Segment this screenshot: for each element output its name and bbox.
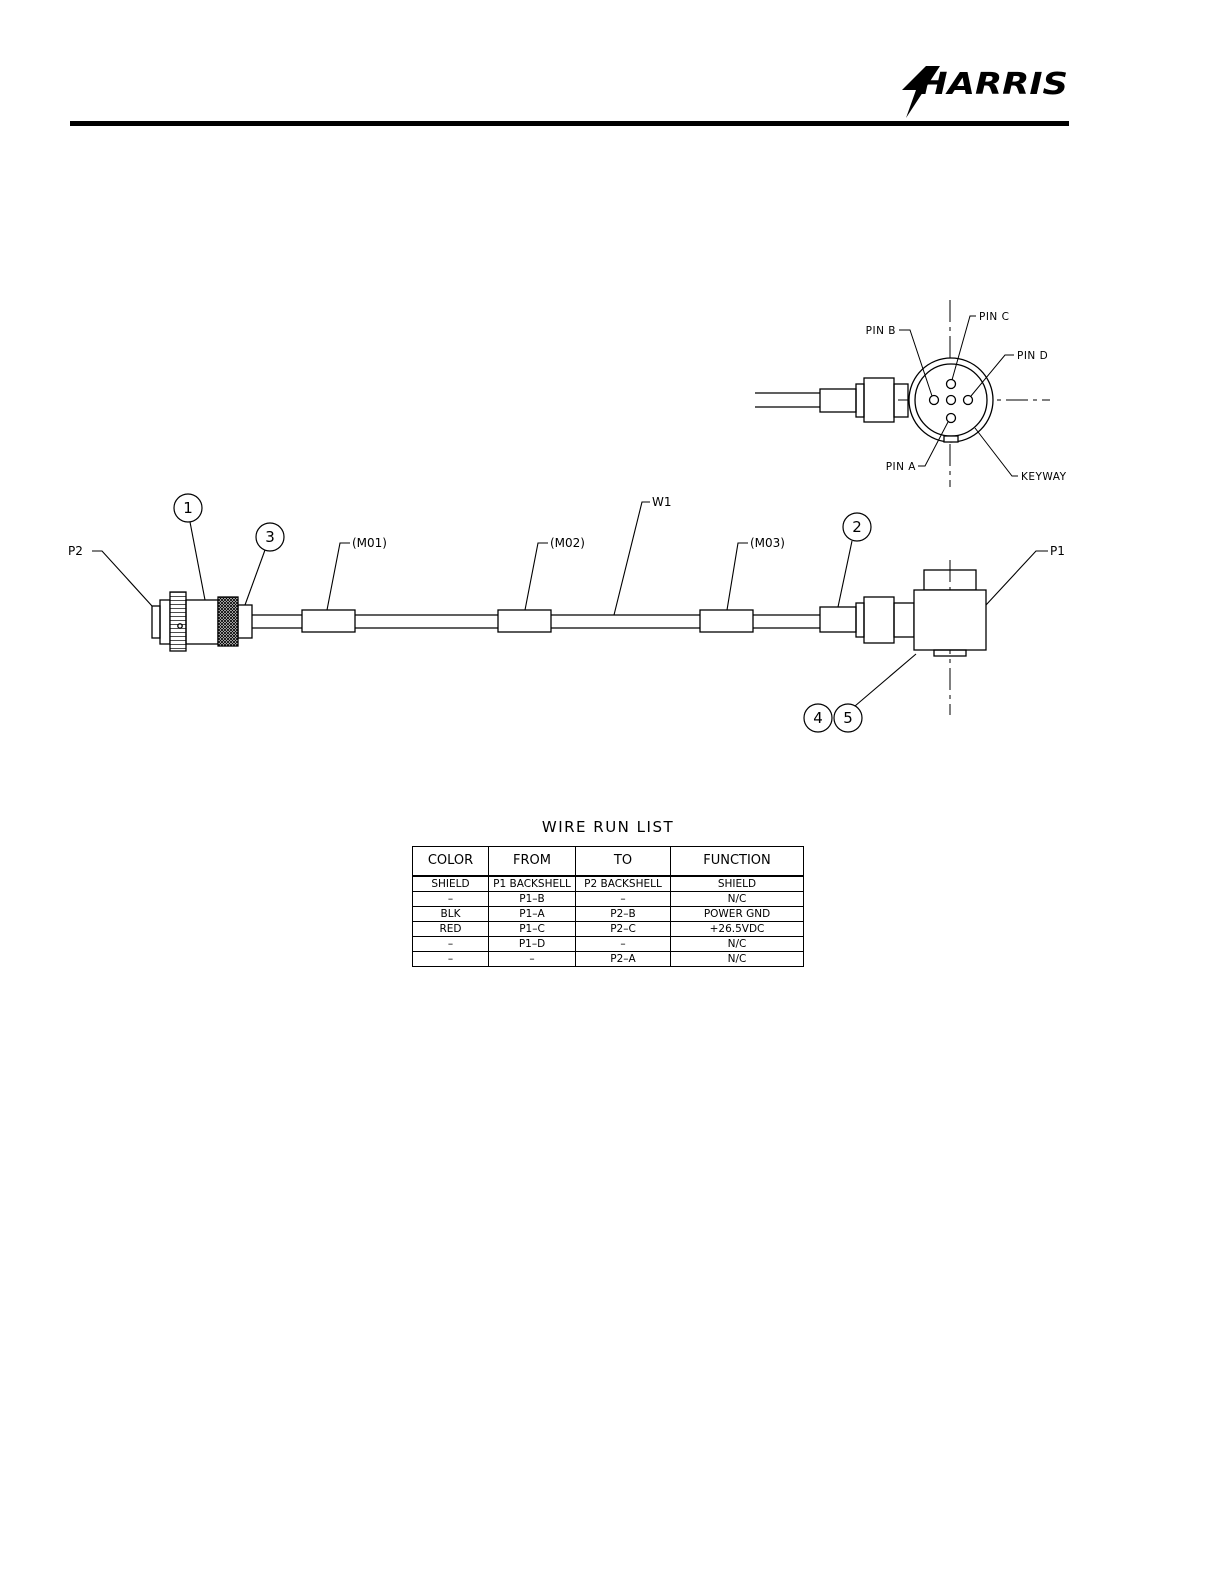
cell-color: – xyxy=(413,892,489,907)
p1-callout: P1 xyxy=(1050,544,1065,558)
column-header-from: FROM xyxy=(489,847,576,877)
cable-w1 xyxy=(252,610,820,632)
column-header-function: FUNCTION xyxy=(671,847,804,877)
m02-callout: (M02) xyxy=(550,536,585,550)
marker-sleeve-m02 xyxy=(498,610,551,632)
cell-color: SHIELD xyxy=(413,876,489,892)
keyway-label: KEYWAY xyxy=(1021,471,1067,483)
cell-to: P2–B xyxy=(576,907,671,922)
p2-knurled-backshell-nut xyxy=(218,597,238,646)
cell-function: SHIELD xyxy=(671,876,804,892)
cell-from: P1–D xyxy=(489,937,576,952)
wire-run-list-table: COLOR FROM TO FUNCTION SHIELD P1 BACKSHE… xyxy=(412,846,804,967)
cell-to: P2–C xyxy=(576,922,671,937)
pin-d-label: PIN D xyxy=(1017,350,1048,362)
m01-callout: (M01) xyxy=(352,536,387,550)
cell-function: +26.5VDC xyxy=(671,922,804,937)
table-row: RED P1–C P2–C +26.5VDC xyxy=(413,922,804,937)
cell-color: – xyxy=(413,937,489,952)
table-row: BLK P1–A P2–B POWER GND xyxy=(413,907,804,922)
cell-from: P1–B xyxy=(489,892,576,907)
cell-color: – xyxy=(413,952,489,967)
keyway-notch xyxy=(944,436,958,442)
table-row: – P1–B – N/C xyxy=(413,892,804,907)
p1-pin-face-view xyxy=(755,300,1050,487)
cell-color: RED xyxy=(413,922,489,937)
table-header-row: COLOR FROM TO FUNCTION xyxy=(413,847,804,877)
balloon-4-label: 4 xyxy=(813,709,823,727)
m03-callout: (M03) xyxy=(750,536,785,550)
cell-color: BLK xyxy=(413,907,489,922)
cell-to: P2 BACKSHELL xyxy=(576,876,671,892)
p2-callout: P2 xyxy=(68,544,83,558)
p1-connector xyxy=(820,560,986,715)
p2-knurled-coupling-ring xyxy=(170,592,186,651)
cell-from: – xyxy=(489,952,576,967)
cell-function: POWER GND xyxy=(671,907,804,922)
table-row: – – P2–A N/C xyxy=(413,952,804,967)
marker-sleeve-m03 xyxy=(700,610,753,632)
cell-from: P1 BACKSHELL xyxy=(489,876,576,892)
balloon-3-label: 3 xyxy=(265,528,275,546)
column-header-to: TO xyxy=(576,847,671,877)
column-header-color: COLOR xyxy=(413,847,489,877)
marker-sleeve-m01 xyxy=(302,610,355,632)
cell-to: – xyxy=(576,892,671,907)
cell-to: – xyxy=(576,937,671,952)
balloon-5-label: 5 xyxy=(843,709,853,727)
cell-function: N/C xyxy=(671,952,804,967)
w1-callout: W1 xyxy=(652,495,672,509)
pin-c-label: PIN C xyxy=(979,311,1009,323)
table-row: SHIELD P1 BACKSHELL P2 BACKSHELL SHIELD xyxy=(413,876,804,892)
p2-connector xyxy=(152,592,252,651)
balloon-2-label: 2 xyxy=(852,518,862,536)
cell-function: N/C xyxy=(671,892,804,907)
pin-b-label: PIN B xyxy=(866,325,896,337)
table-row: – P1–D – N/C xyxy=(413,937,804,952)
wire-run-list-title: WIRE RUN LIST xyxy=(413,818,803,836)
cell-from: P1–C xyxy=(489,922,576,937)
cell-function: N/C xyxy=(671,937,804,952)
cell-to: P2–A xyxy=(576,952,671,967)
balloon-1-label: 1 xyxy=(183,499,193,517)
cell-from: P1–A xyxy=(489,907,576,922)
p1-face-outer-ring xyxy=(909,358,993,442)
pin-a-label: PIN A xyxy=(886,461,917,473)
